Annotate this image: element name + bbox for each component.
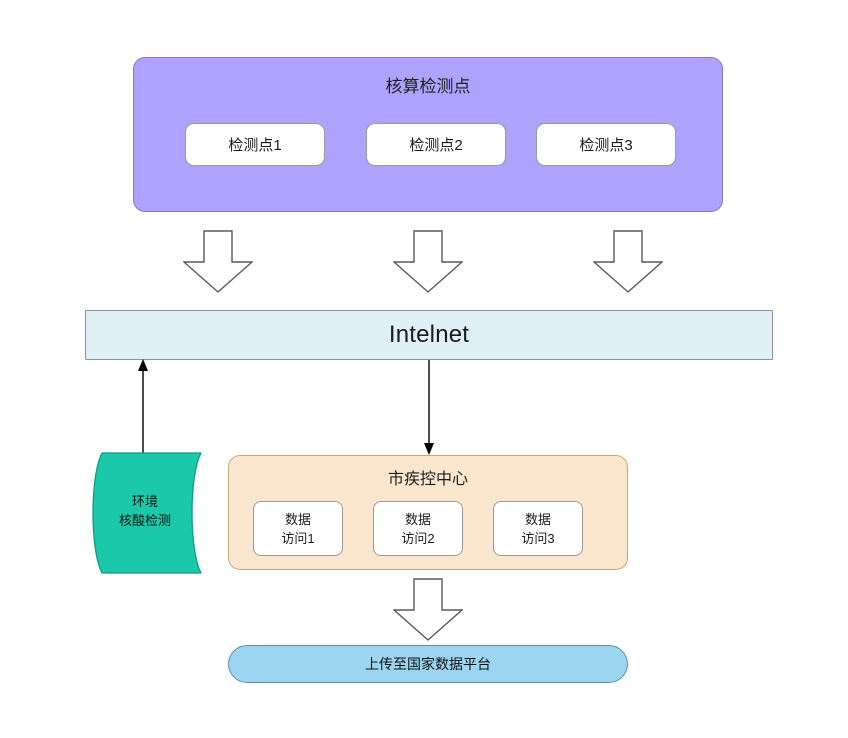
block-arrow-down-site-3 xyxy=(593,230,663,293)
group-city-cdc-title: 市疾控中心 xyxy=(387,471,468,488)
testing-site-3[interactable]: 检测点3 xyxy=(536,123,676,166)
data-access-2-line-2: 访问2 xyxy=(401,530,435,546)
network-bar-intelnet[interactable]: Intelnet xyxy=(85,310,773,360)
line-arrow-down-intelnet-to-cdc xyxy=(420,360,438,456)
data-access-1-line-1: 数据 xyxy=(284,511,311,527)
data-access-3[interactable]: 数据 访问3 xyxy=(493,501,583,556)
environment-nucleic-acid-test-document[interactable]: 环境 核酸检测 xyxy=(88,452,202,574)
testing-site-1[interactable]: 检测点1 xyxy=(185,123,325,166)
group-testing-sites-title: 核算检测点 xyxy=(385,77,471,96)
data-access-3-line-1: 数据 xyxy=(524,511,551,527)
data-access-2-line-1: 数据 xyxy=(404,511,431,527)
data-access-1[interactable]: 数据 访问1 xyxy=(253,501,343,556)
data-access-2[interactable]: 数据 访问2 xyxy=(373,501,463,556)
upload-to-national-platform[interactable]: 上传至国家数据平台 xyxy=(228,645,628,683)
block-arrow-down-site-2 xyxy=(393,230,463,293)
data-access-1-line-2: 访问1 xyxy=(281,530,315,546)
block-arrow-down-cdc-to-upload xyxy=(393,578,463,641)
block-arrow-down-site-1 xyxy=(183,230,253,293)
testing-site-2[interactable]: 检测点2 xyxy=(366,123,506,166)
line-arrow-up-environment-to-intelnet xyxy=(134,358,152,458)
data-access-3-line-2: 访问3 xyxy=(521,530,555,546)
